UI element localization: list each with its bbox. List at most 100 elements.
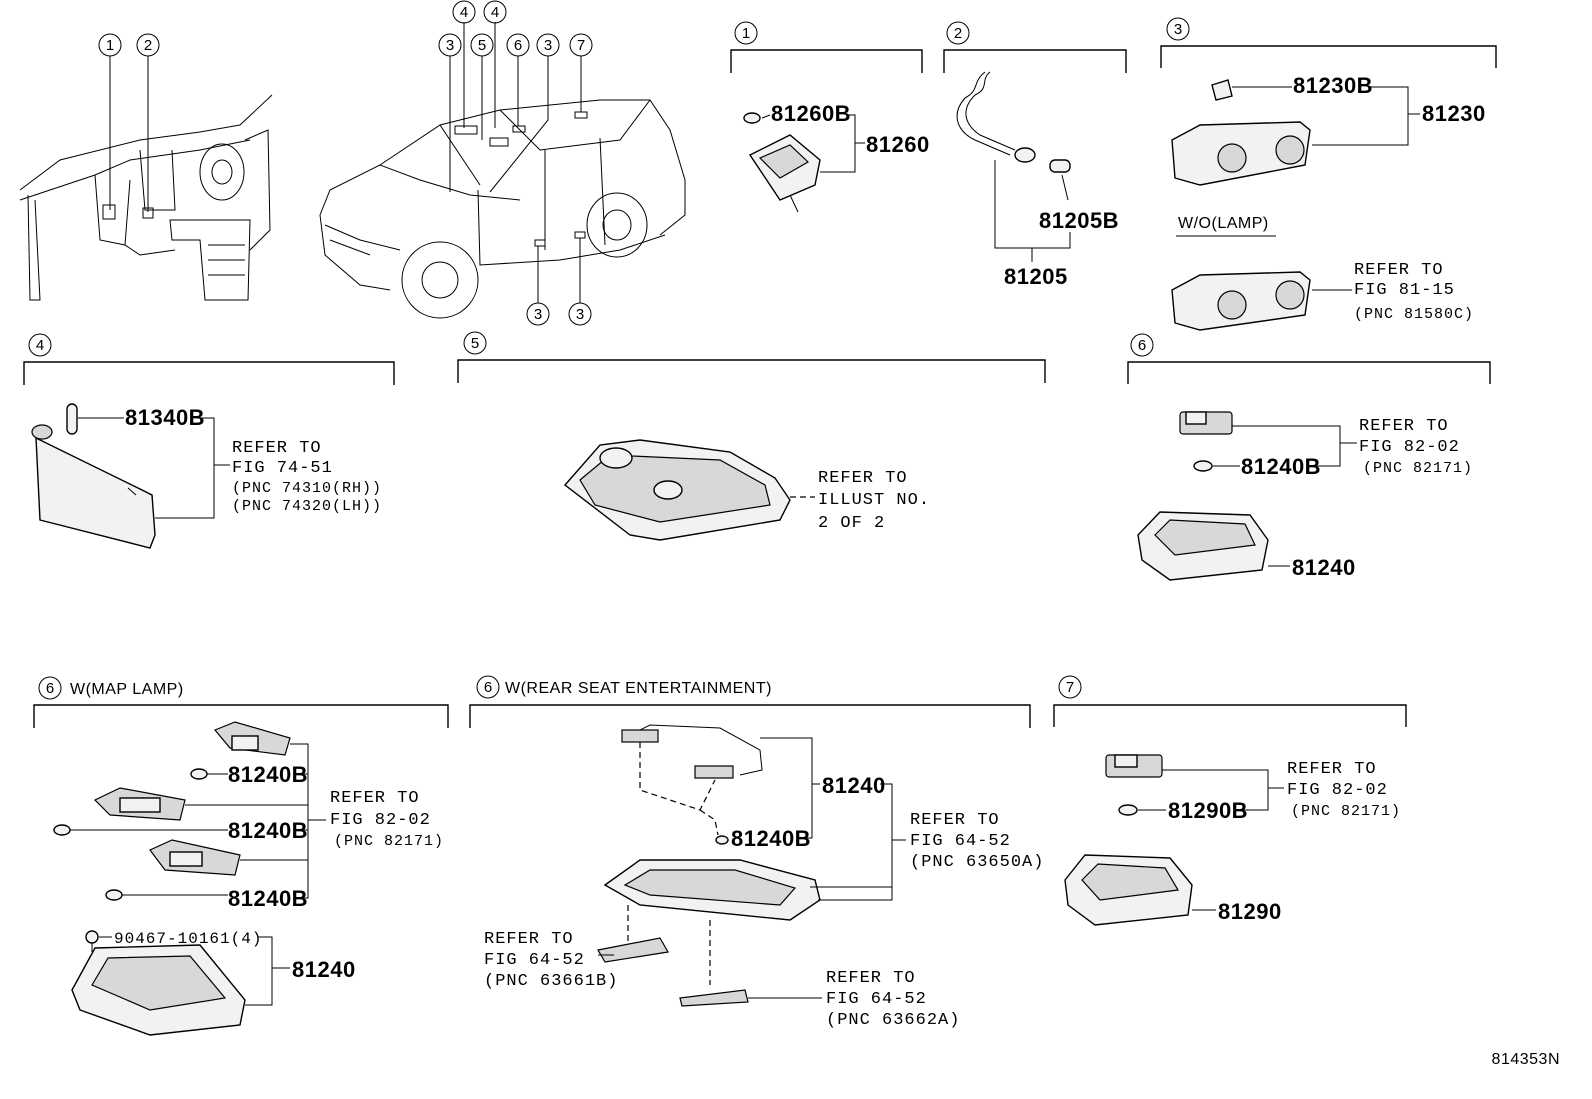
part-90467-10161[interactable]: 90467-10161(4) — [114, 930, 262, 948]
svg-text:6: 6 — [514, 37, 522, 54]
section-5: 5 REFER TO ILLUST NO. 2 OF 2 — [457, 331, 1046, 541]
bulb-81340b-icon — [66, 403, 78, 435]
part-81230b[interactable]: 81230B — [1293, 73, 1373, 98]
bulb-map-1-icon — [190, 768, 208, 780]
refer-s6-line2[interactable]: FIG 82-02 — [1359, 438, 1460, 457]
part-81205b[interactable]: 81205B — [1039, 208, 1119, 233]
bulb-map-3-icon — [105, 889, 123, 901]
overhead-console-icon — [563, 439, 791, 541]
vehicle-callouts: 3 4 4 5 6 3 7 3 3 — [438, 0, 593, 326]
socket-harness-2-icon — [93, 787, 186, 821]
refer-rse-a-line3: (PNC 63650A) — [910, 853, 1044, 872]
section-2: 2 81205B 81205 — [943, 21, 1127, 289]
vehicle-leaders — [449, 22, 582, 303]
svg-text:1: 1 — [106, 37, 114, 54]
bulb-81290b-icon — [1118, 804, 1138, 816]
refer-s6map-line2[interactable]: FIG 82-02 — [330, 811, 431, 830]
refer-s3-line2[interactable]: FIG 81-15 — [1354, 281, 1455, 300]
variant-label-wo-lamp: W/O(LAMP) — [1178, 215, 1269, 232]
part-81240b[interactable]: 81240B — [1241, 454, 1321, 479]
refer-s6map-line1: REFER TO — [330, 789, 420, 808]
refer-s5-line2[interactable]: ILLUST NO. — [818, 491, 930, 510]
refer-s5-line1: REFER TO — [818, 469, 908, 488]
refer-rse-a-line2[interactable]: FIG 64-52 — [910, 832, 1011, 851]
part-81205[interactable]: 81205 — [1004, 264, 1068, 289]
svg-text:7: 7 — [577, 37, 585, 54]
refer-s5-line3: 2 OF 2 — [818, 514, 885, 533]
refer-s4-line4: (PNC 74320(LH)) — [232, 498, 382, 515]
bulb-81260b-icon — [743, 112, 761, 124]
bulb-81240b-icon — [1193, 460, 1213, 472]
part-81240b-map-3[interactable]: 81240B — [228, 886, 308, 911]
refer-s4-line2[interactable]: FIG 74-51 — [232, 459, 333, 478]
section-4: 4 81340B REFER TO FIG 74-51 (PNC 74310(R… — [23, 333, 395, 549]
svg-text:4: 4 — [460, 4, 468, 21]
svg-text:6: 6 — [484, 679, 492, 696]
map-lamp-81240-icon — [1137, 511, 1269, 581]
part-81240-map[interactable]: 81240 — [292, 957, 356, 982]
refer-rse-c-line2[interactable]: FIG 64-52 — [826, 990, 927, 1009]
switch-82171-icon — [1179, 411, 1233, 435]
part-81240b-map-1[interactable]: 81240B — [228, 762, 308, 787]
courtesy-lamp-wo-icon — [1171, 271, 1311, 331]
part-81240[interactable]: 81240 — [1292, 555, 1356, 580]
part-81290b[interactable]: 81290B — [1168, 798, 1248, 823]
svg-text:3: 3 — [534, 306, 542, 323]
part-81240-rse[interactable]: 81240 — [822, 773, 886, 798]
refer-s7-line2[interactable]: FIG 82-02 — [1287, 781, 1388, 800]
bulb-map-2-icon — [53, 824, 71, 836]
svg-text:2: 2 — [954, 25, 962, 42]
refer-s3-line1: REFER TO — [1354, 261, 1444, 280]
wire-harness-icon — [956, 71, 1036, 163]
bulb-rse-icon — [715, 835, 729, 845]
part-81240b-rse[interactable]: 81240B — [731, 826, 811, 851]
svg-text:5: 5 — [478, 37, 486, 54]
svg-text:4: 4 — [36, 337, 44, 354]
refer-s7-line1: REFER TO — [1287, 760, 1377, 779]
socket-harness-1-icon — [214, 721, 291, 756]
svg-text:6: 6 — [46, 680, 54, 697]
svg-text:6: 6 — [1138, 337, 1146, 354]
svg-text:3: 3 — [446, 37, 454, 54]
section-3: 3 81230B 81230 W/O(LAMP) REFER TO FIG 81… — [1160, 17, 1497, 331]
refer-rse-c-line1: REFER TO — [826, 969, 916, 988]
part-81340b[interactable]: 81340B — [125, 405, 205, 430]
svg-text:3: 3 — [1174, 21, 1182, 38]
refer-rse-b-line1: REFER TO — [484, 930, 574, 949]
courtesy-lamp-81230-icon — [1171, 121, 1311, 186]
vehicle-illustration — [319, 99, 686, 319]
section-6: 6 REFER TO FIG 82-02 (PNC 82171) 81240B … — [1127, 333, 1491, 581]
svg-text:3: 3 — [576, 306, 584, 323]
part-81230[interactable]: 81230 — [1422, 101, 1486, 126]
part-81260b[interactable]: 81260B — [771, 101, 851, 126]
diagram-id: 814353N — [1492, 1051, 1560, 1068]
refer-s4-line1: REFER TO — [232, 439, 322, 458]
svg-text:5: 5 — [471, 335, 479, 352]
svg-text:3: 3 — [544, 37, 552, 54]
svg-text:1: 1 — [742, 25, 750, 42]
refer-rse-c-line3: (PNC 63662A) — [826, 1011, 960, 1030]
harness-frame-icon — [621, 724, 763, 836]
refer-rse-b-line3: (PNC 63661B) — [484, 972, 618, 991]
callout-2-dash: 2 — [136, 33, 160, 57]
refer-s6-line1: REFER TO — [1359, 417, 1449, 436]
part-81290[interactable]: 81290 — [1218, 899, 1282, 924]
screw-icon — [85, 930, 99, 952]
refer-s4-line3: (PNC 74310(RH)) — [232, 480, 382, 497]
bulb-81230b-icon — [1211, 79, 1233, 101]
refer-s3-line3: (PNC 81580C) — [1354, 306, 1474, 323]
part-81240b-map-2[interactable]: 81240B — [228, 818, 308, 843]
lamp-81290-icon — [1064, 854, 1193, 926]
refer-s6-line3: (PNC 82171) — [1363, 460, 1473, 477]
section-6-map-lamp: 6 W(MAP LAMP) 81240B 81240B 81240B REFER… — [33, 676, 449, 1036]
section-title-rse: W(REAR SEAT ENTERTAINMENT) — [505, 680, 772, 697]
svg-text:7: 7 — [1066, 679, 1074, 696]
section-7: 7 REFER TO FIG 82-02 (PNC 82171) 81290B … — [1053, 675, 1407, 926]
rse-console-icon — [597, 859, 821, 1007]
sun-visor-icon — [31, 424, 156, 549]
part-81260[interactable]: 81260 — [866, 132, 930, 157]
refer-rse-b-line2[interactable]: FIG 64-52 — [484, 951, 585, 970]
svg-text:2: 2 — [144, 37, 152, 54]
refer-s7-line3: (PNC 82171) — [1291, 803, 1401, 820]
